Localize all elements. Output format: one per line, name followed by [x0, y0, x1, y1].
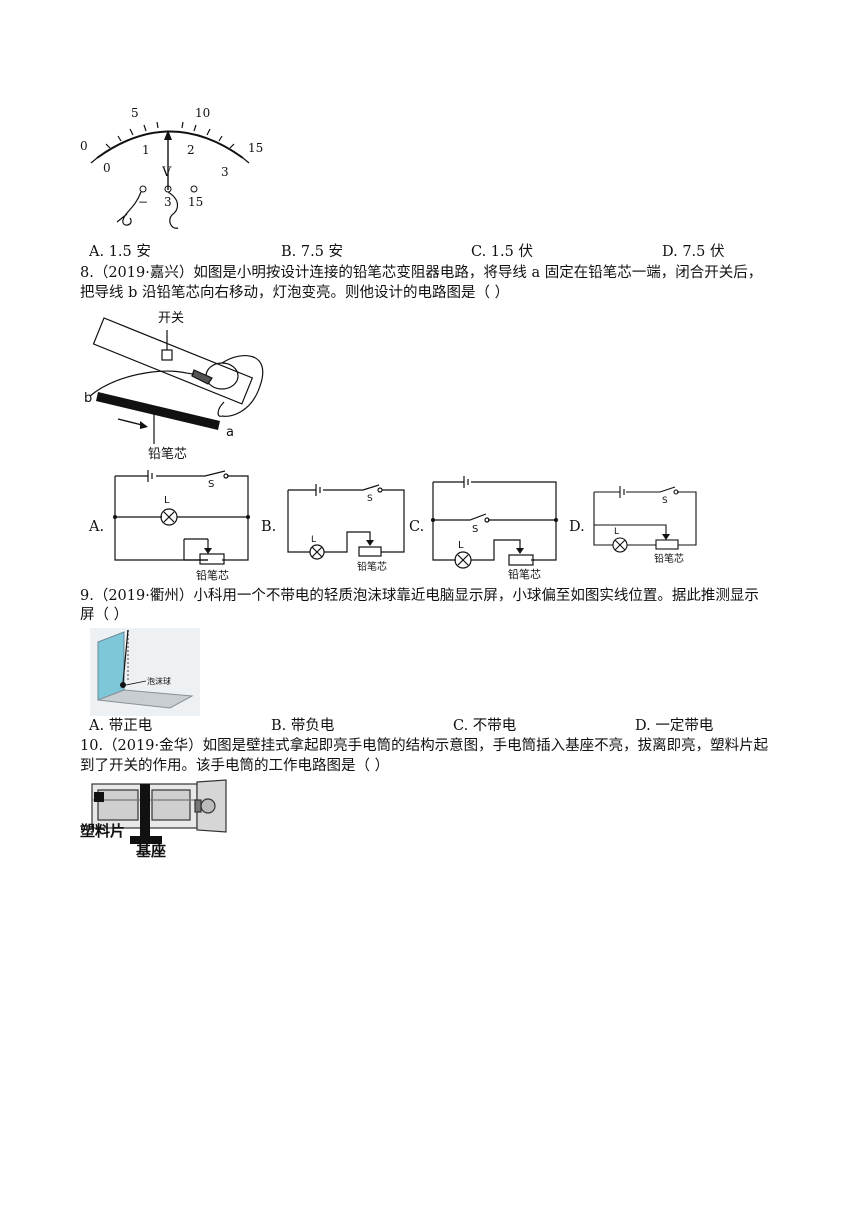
circuit-b-rheostat: 铅笔芯	[357, 560, 387, 573]
circuit-a-switch: S	[208, 479, 214, 490]
circuit-c: S L 铅笔芯	[431, 476, 558, 581]
q7-option-b: B. 7.5 安	[281, 244, 344, 260]
terminal-15: 15	[188, 195, 203, 209]
label-switch: 开关	[158, 311, 184, 326]
circuit-d: S L 铅笔芯	[593, 486, 697, 565]
q9-option-a: A. 带正电	[89, 718, 153, 734]
q10-stem-line1: 10.（2019·金华）如图是壁挂式拿起即亮手电筒的结构示意图，手电筒插入基座不…	[80, 738, 769, 754]
lower-scale-1: 1	[142, 143, 150, 157]
terminal-3: 3	[164, 195, 172, 209]
circuit-c-switch: S	[472, 524, 478, 535]
q7-option-a: A. 1.5 安	[89, 244, 151, 260]
upper-scale-0: 0	[80, 139, 88, 153]
circuit-b: S L 铅笔芯	[287, 484, 405, 573]
circuit-b-lamp: L	[311, 535, 316, 545]
circuit-a-rheostat: 铅笔芯	[196, 568, 229, 582]
label-plastic: 塑料片	[80, 822, 125, 840]
unit-label: V	[161, 165, 172, 180]
q7-option-d: D. 7.5 伏	[662, 244, 725, 260]
label-b: b	[84, 391, 92, 406]
circuit-a: S L 铅笔芯	[113, 470, 250, 582]
circuit-c-rheostat: 铅笔芯	[508, 567, 541, 581]
upper-scale-5: 5	[131, 106, 139, 120]
lower-scale-3: 3	[221, 165, 229, 179]
circuit-a-lamp: L	[164, 495, 170, 506]
label-pencil-lead: 铅笔芯	[148, 446, 187, 462]
q10-flashlight-figure: 塑料片 基座	[80, 779, 227, 860]
upper-scale-10: 10	[195, 106, 210, 120]
voltmeter-figure: 0 5 10 15 0 1 2 3 V − 3 15	[80, 106, 263, 229]
q8-pencil-circuit-figure: 开关 b a 铅笔芯	[84, 311, 264, 462]
lower-scale-0: 0	[103, 161, 111, 175]
q9-option-c: C. 不带电	[453, 718, 517, 734]
q9-option-b: B. 带负电	[271, 718, 335, 734]
label-base: 基座	[135, 842, 166, 860]
circuit-d-switch: S	[662, 496, 668, 506]
terminal-minus: −	[138, 195, 148, 209]
lower-scale-2: 2	[187, 143, 195, 157]
circuit-b-switch: S	[367, 494, 373, 504]
q9-option-d: D. 一定带电	[635, 718, 714, 734]
upper-scale-15: 15	[248, 141, 263, 155]
q9-stem-line1: 9.（2019·衢州）小科用一个不带电的轻质泡沫球靠近电脑显示屏，小球偏至如图实…	[80, 588, 759, 604]
q8-stem-line2: 把导线 b 沿铅笔芯向右移动，灯泡变亮。则他设计的电路图是（ ）	[80, 285, 510, 301]
circuit-d-label: D.	[569, 519, 585, 535]
label-foam-ball: 泡沫球	[147, 676, 171, 686]
circuit-a-label: A.	[89, 519, 105, 535]
label-a: a	[226, 425, 234, 440]
circuit-c-lamp: L	[458, 540, 464, 551]
circuit-d-lamp: L	[614, 527, 619, 537]
q10-stem-line2: 到了开关的作用。该手电筒的工作电路图是（ ）	[80, 758, 390, 774]
q9-stem-line2: 屏（ ）	[80, 607, 129, 623]
circuit-d-rheostat: 铅笔芯	[654, 552, 684, 565]
circuit-c-label: C.	[409, 519, 425, 535]
q7-option-c: C. 1.5 伏	[471, 244, 533, 260]
circuit-b-label: B.	[261, 519, 277, 535]
q8-stem-line1: 8.（2019·嘉兴）如图是小明按设计连接的铅笔芯变阻器电路，将导线 a 固定在…	[80, 265, 763, 281]
q9-screen-figure: 泡沫球	[90, 628, 200, 716]
